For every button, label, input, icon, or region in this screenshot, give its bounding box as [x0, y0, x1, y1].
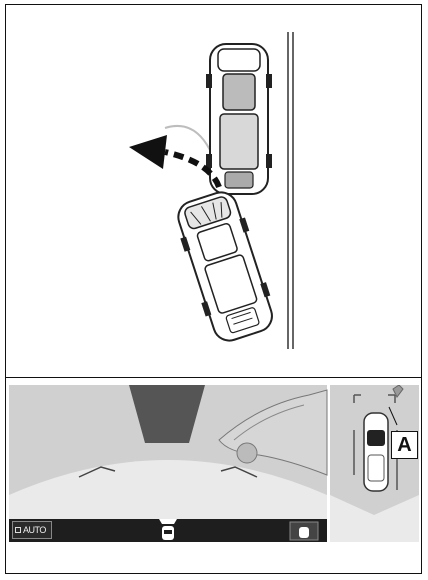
maneuvering-car — [170, 187, 279, 346]
section-divider — [5, 377, 422, 378]
auto-label: AUTO — [23, 525, 46, 535]
parking-maneuver-illustration — [5, 4, 422, 377]
front-camera-view — [9, 385, 327, 542]
panoramic-top-view — [330, 385, 419, 542]
callout-a-label: A — [397, 434, 411, 457]
auto-mode-indicator[interactable]: AUTO — [12, 521, 52, 539]
parked-car — [206, 44, 272, 194]
camera-screen — [9, 385, 419, 542]
car-small-icon — [299, 527, 309, 538]
callout-a: A — [391, 431, 418, 459]
camera-auto-icon — [15, 527, 21, 533]
